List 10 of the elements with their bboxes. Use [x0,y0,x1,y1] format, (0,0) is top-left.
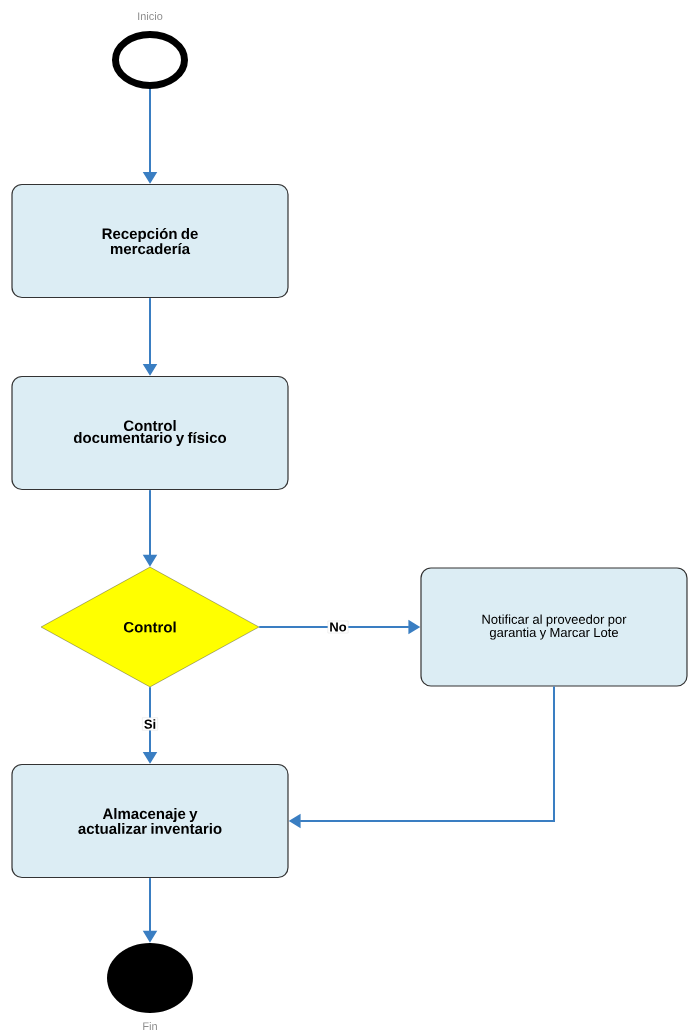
edge-label: No [327,620,349,634]
process-box: Recepción de mercadería [11,183,289,299]
start-node: Inicio [112,12,188,89]
process-box: Notificar al proveedor por garantia y Marcar Lote [420,567,688,687]
end-node: Fin [107,943,193,1030]
node-label: Inicio [138,11,163,21]
edge-label: Si [142,717,158,731]
process-box: Control documentario y físico [11,375,289,491]
node-label: Fin [143,1022,157,1030]
process-box: Almacenaje y actualizar inventario [11,763,289,879]
